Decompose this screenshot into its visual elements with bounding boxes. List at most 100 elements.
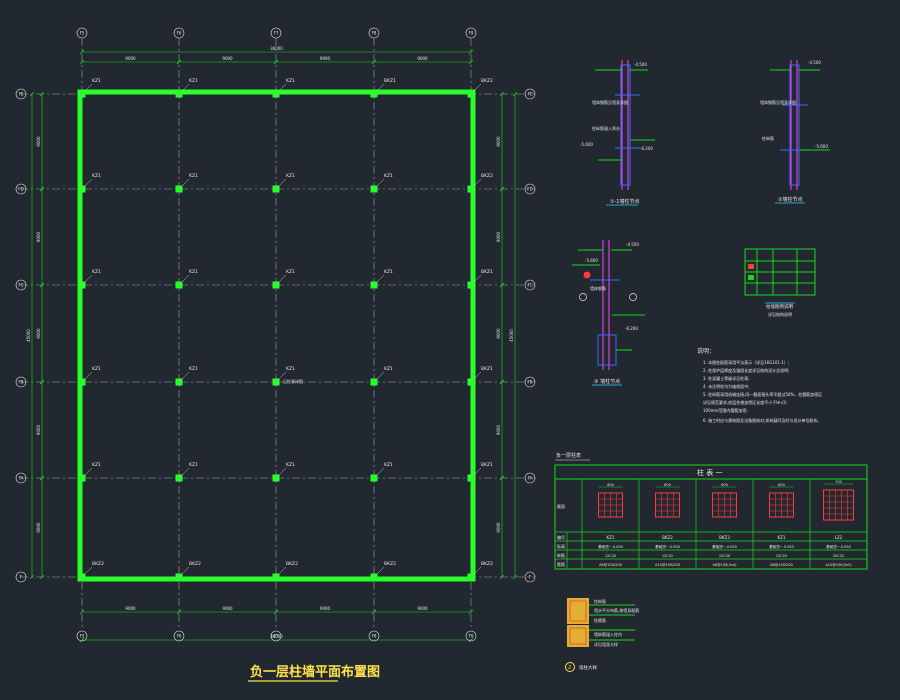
axis-label-column: F7 (274, 31, 279, 36)
dim-left-total-tick (29, 574, 35, 580)
column-label: KZ1 (384, 173, 393, 179)
column-2-4 (467, 281, 475, 289)
detail-3: -4.500 -5.600 墙体钢筋 -6.200 ③ 墙柱节点 (572, 240, 645, 386)
table-col-elev: 基础顶~-0.050 (712, 544, 737, 549)
dim-right-span-tick (499, 282, 505, 288)
detail-3-caption: ③ 墙柱节点 (594, 378, 620, 385)
dim-top-total-tick (79, 49, 85, 55)
axis-label-row: FD (18, 187, 23, 192)
axis-bubble-column (465, 27, 477, 39)
table-row-label: 标高 (557, 543, 565, 549)
dim-left-span-tick (39, 475, 45, 481)
dim-left-span-text: 9000 (36, 231, 41, 242)
column-label: KZ1 (189, 366, 198, 372)
column-leader (181, 178, 190, 187)
column-1-1 (175, 185, 183, 193)
column-3-1 (175, 378, 183, 386)
svg-text:-5.600: -5.600 (585, 258, 598, 263)
column-label: KZ1 (189, 78, 198, 84)
table-col-elev: 基础顶~-0.050 (769, 544, 794, 549)
table-title: 柱 表 一 (697, 468, 722, 477)
axis-bubble-row (15, 183, 27, 195)
column-1-3 (370, 185, 378, 193)
axis-label-row: FE (19, 92, 24, 97)
column-leader (376, 83, 385, 92)
axis-bubble-row (15, 571, 27, 583)
column-leader (181, 467, 190, 476)
svg-text:-4.500: -4.500 (808, 60, 821, 65)
column-4-0 (78, 474, 86, 482)
table-col-elev: 基础顶~-0.050 (655, 544, 680, 549)
axis-bubble-row (524, 279, 536, 291)
column-0-2 (272, 90, 280, 98)
column-5-0 (78, 573, 86, 581)
design-notes: 说明： 1. 本图柱配筋采用平法表示（详见16G101-1）; 2. 柱保护层厚… (697, 347, 822, 423)
column-label: KZ1 (92, 366, 101, 372)
column-leader (376, 566, 385, 575)
legend-sub: 详见结构说明 (768, 311, 792, 317)
dim-top-span-text: 9000 (125, 56, 136, 61)
dim-bottom-total-tick (79, 637, 85, 643)
axis-bubble-column (173, 630, 185, 642)
column-4-2 (272, 474, 280, 482)
axis-label-column: F5 (80, 634, 85, 639)
table-col-elev: 基础顶~-0.050 (826, 544, 851, 549)
detail-1: -4.500 墙体钢筋见墙身详图 柱纵筋锚入承台 -5.600 -6.200 ①… (580, 60, 655, 206)
dim-right-span-tick (499, 91, 505, 97)
column-5-3 (370, 573, 378, 581)
svg-text:2. 柱保护层厚度及锚固长度详见结构设计总说明;: 2. 柱保护层厚度及锚固长度详见结构设计总说明; (703, 367, 789, 373)
column-leader (278, 566, 287, 575)
section-dim-text: 600 (778, 483, 785, 487)
svg-text:-4.500: -4.500 (626, 242, 639, 247)
column-4-4 (467, 474, 475, 482)
svg-text:-4.500: -4.500 (634, 62, 647, 67)
dim-bottom-total-text: 36000 (270, 634, 283, 639)
axis-label-row: FC (18, 283, 23, 288)
plan-title: 负一层柱墙平面布置图 (250, 664, 380, 680)
dim-right-span-tick (499, 186, 505, 192)
column-4-3 (370, 474, 378, 482)
axis-bubble-column (465, 630, 477, 642)
axis-bubble-column (270, 630, 282, 642)
dim-right-span-tick (499, 574, 505, 580)
column-label: KZ1 (189, 462, 198, 468)
legend-box: 柱墙图例说明 详见结构说明 (744, 248, 816, 317)
column-2-3 (370, 281, 378, 289)
dim-left-span-text: 9000 (36, 136, 41, 147)
column-leader (473, 566, 482, 575)
bottom-detail-marker: 2 (568, 665, 571, 671)
svg-text:墙纵筋锚入柱内: 墙纵筋锚入柱内 (594, 631, 622, 637)
column-label: BKZ2 (481, 561, 493, 567)
dim-right-total-tick (512, 91, 518, 97)
column-label: KZ1 (384, 462, 393, 468)
table-col-elev: 基础顶~-0.050 (598, 544, 623, 549)
column-leader (473, 274, 482, 283)
axis-label-row: FE (528, 92, 533, 97)
legend-caption: 柱墙图例说明 (766, 303, 793, 310)
column-label: BKZ1 (384, 78, 396, 84)
dim-bottom-total-tick (468, 637, 474, 643)
column-label: BKZ1 (481, 462, 493, 468)
column-label: KZ1 (92, 462, 101, 468)
column-label: KZ1 (384, 269, 393, 275)
dim-top-span-tick (273, 59, 279, 65)
column-leader (84, 467, 93, 476)
svg-text:墙体钢筋见墙身详图: 墙体钢筋见墙身详图 (592, 99, 628, 105)
axis-bubble-column (368, 630, 380, 642)
table-col-name: KZ1 (778, 535, 786, 540)
column-2-2 (272, 281, 280, 289)
table-col-stirrup: A8@100(4x4) (712, 563, 737, 567)
dim-top-span-tick (468, 59, 474, 65)
dim-left-span-tick (39, 282, 45, 288)
dim-bottom-span-text: 9000 (125, 606, 136, 611)
column-3-0 (78, 378, 86, 386)
axis-bubble-row (15, 88, 27, 100)
axis-label-row: FD (527, 187, 532, 192)
detail-2-caption: ②墙柱节点 (778, 196, 802, 203)
svg-text:-5.600: -5.600 (815, 144, 828, 149)
table-col-stirrup: A8@100/200 (599, 563, 622, 567)
axis-bubble-row (524, 376, 536, 388)
